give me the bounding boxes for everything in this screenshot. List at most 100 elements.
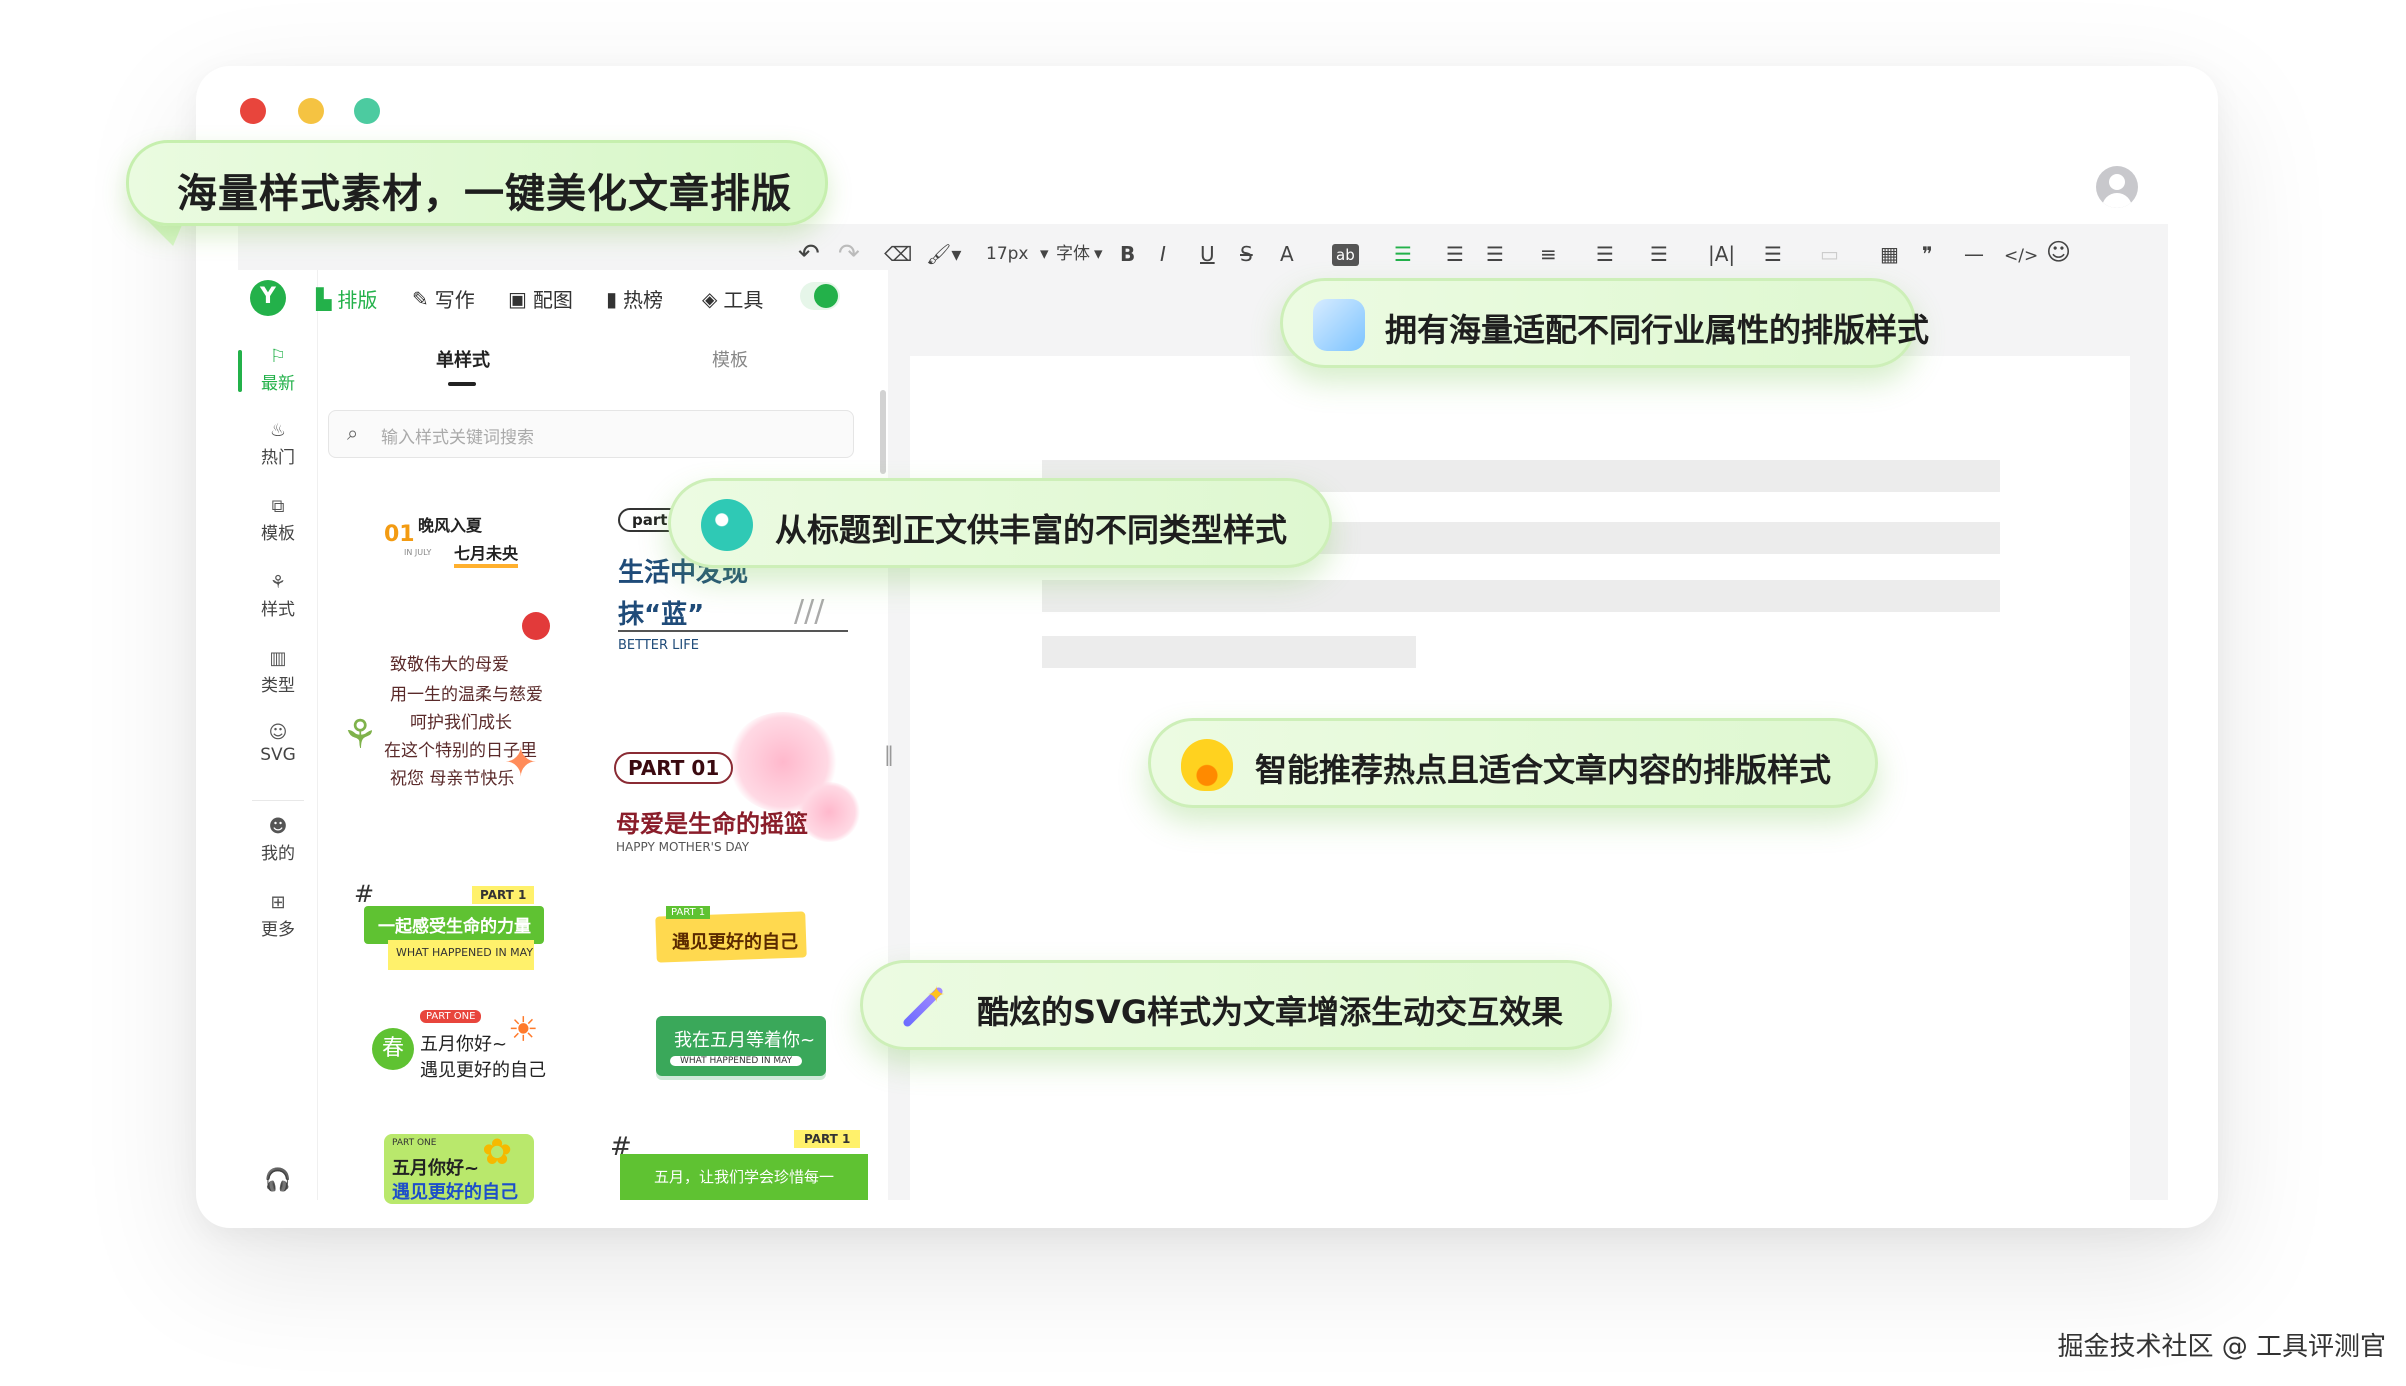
style-sample[interactable]: 致敬伟大的母爱 用一生的温柔与慈爱 呵护我们成长 在这个特别的日子里 祝您 母亲… bbox=[334, 612, 574, 802]
flower-icon: ⚘ bbox=[342, 712, 378, 758]
rail-item-styles[interactable]: ⚘样式 bbox=[242, 572, 314, 620]
magic-wand-icon: ✦ bbox=[893, 981, 945, 1033]
style-sample[interactable]: 01 晚风入夏 七月未央 IN JULY bbox=[378, 512, 538, 572]
resize-handle[interactable]: ‖ bbox=[884, 742, 894, 766]
close-window-dot[interactable] bbox=[240, 98, 266, 124]
rail-item-svg[interactable]: ☺SVG bbox=[242, 722, 314, 765]
highlight-button[interactable]: ab bbox=[1332, 244, 1359, 266]
style-sample[interactable]: # PART 1 五月，让我们学会珍惜每一 bbox=[610, 1124, 868, 1200]
style-sample[interactable]: PART 01 母爱是生命的摇篮 HAPPY MOTHER'S DAY bbox=[610, 712, 860, 862]
undo-button[interactable]: ↶ bbox=[798, 239, 820, 269]
headset-icon[interactable]: 🎧 bbox=[264, 1168, 292, 1193]
app-logo[interactable]: Y bbox=[250, 280, 286, 316]
style-sample[interactable]: 春 PART ONE 五月你好~ 遇见更好的自己 ☀ bbox=[372, 1010, 572, 1100]
horizontal-rule-button[interactable]: — bbox=[1964, 242, 1984, 266]
search-icon: ⌕ bbox=[347, 421, 359, 445]
style-search-input[interactable]: ⌕ 输入样式关键词搜索 bbox=[328, 410, 854, 458]
flag-icon: ⚐ bbox=[269, 346, 287, 367]
flame-icon: ♨ bbox=[269, 420, 287, 441]
strikethrough-button[interactable]: S bbox=[1240, 242, 1253, 266]
tab-layout[interactable]: ▙排版 bbox=[316, 286, 378, 313]
side-rail bbox=[238, 270, 318, 1200]
pen-icon: ✎ bbox=[412, 286, 429, 311]
code-button[interactable]: </> bbox=[2004, 246, 2039, 266]
font-family-chevron-icon[interactable]: ▾ bbox=[1094, 244, 1103, 264]
table-icon[interactable]: ▦ bbox=[1880, 242, 1899, 266]
panel-toggle[interactable] bbox=[800, 282, 840, 310]
styles-icon: ⚘ bbox=[269, 572, 287, 593]
book-icon bbox=[1313, 299, 1365, 351]
line-height-icon[interactable]: ≡ bbox=[1540, 242, 1557, 266]
redo-button[interactable]: ↷ bbox=[838, 239, 860, 269]
fire-icon bbox=[1181, 739, 1233, 791]
placeholder-line bbox=[1042, 636, 1416, 668]
eraser-icon[interactable]: ⌫ bbox=[884, 242, 913, 266]
emoji-button[interactable]: ☺ bbox=[2046, 238, 2072, 266]
font-color-button[interactable]: A bbox=[1280, 242, 1294, 266]
paragraph-spacing-icon[interactable]: ☰ bbox=[1596, 242, 1614, 266]
placeholder-line bbox=[1042, 580, 2000, 612]
subtab-single-style[interactable]: 单样式 bbox=[436, 350, 490, 371]
style-sample[interactable]: 我在五月等着你~ WHAT HAPPENED IN MAY bbox=[656, 1016, 830, 1084]
feature-callout: ✦ 酷炫的SVG样式为文章增添生动交互效果 bbox=[860, 960, 1612, 1050]
bookmark-icon: ▮ bbox=[606, 286, 618, 311]
rail-item-more[interactable]: ⊞更多 bbox=[242, 892, 314, 940]
cube-icon: ◈ bbox=[702, 286, 718, 311]
bold-button[interactable]: B bbox=[1120, 242, 1136, 266]
grid-icon: ⊞ bbox=[270, 892, 286, 913]
feature-callout: 拥有海量适配不同行业属性的排版样式 bbox=[1280, 278, 1929, 368]
style-sample[interactable]: # PART 1 一起感受生命的力量 WHAT HAPPENED IN MAY bbox=[350, 880, 550, 990]
style-sample[interactable]: part 生活中发现 抹“蓝” /// BETTER LIFE bbox=[618, 508, 848, 658]
rail-active-indicator bbox=[238, 350, 242, 392]
smile-icon: ☺ bbox=[268, 722, 288, 743]
format-painter-icon[interactable]: 🖌▾ bbox=[926, 242, 962, 266]
tab-images[interactable]: ▣配图 bbox=[508, 286, 573, 313]
rail-item-mine[interactable]: ☻我的 bbox=[242, 816, 314, 864]
feature-callout: 从标题到正文供丰富的不同类型样式 bbox=[668, 478, 1332, 568]
sun-icon: ☀ bbox=[508, 1010, 539, 1050]
user-icon: ☻ bbox=[268, 816, 288, 837]
maximize-window-dot[interactable] bbox=[354, 98, 380, 124]
underline-button[interactable]: U bbox=[1200, 242, 1215, 266]
template-icon: ⧉ bbox=[271, 496, 285, 517]
rail-divider bbox=[252, 800, 304, 801]
books-icon: ▥ bbox=[269, 648, 287, 669]
subtab-underline bbox=[448, 382, 476, 386]
headline-bubble: 海量样式素材，一键美化文章排版 bbox=[126, 140, 828, 226]
list-icon[interactable]: ☰ bbox=[1764, 242, 1782, 266]
style-sample[interactable]: PART ONE 五月你好~ 遇见更好的自己 ✿ bbox=[378, 1128, 548, 1210]
panel-scrollbar[interactable] bbox=[880, 390, 886, 474]
block-icon[interactable]: ▭ bbox=[1820, 242, 1839, 266]
text-width-icon[interactable]: |A| bbox=[1708, 242, 1736, 266]
minimize-window-dot[interactable] bbox=[298, 98, 324, 124]
heart-icon bbox=[798, 782, 860, 842]
font-size-chevron-icon[interactable]: ▾ bbox=[1040, 244, 1049, 264]
rail-item-latest[interactable]: ⚐最新 bbox=[242, 346, 314, 394]
rail-item-types[interactable]: ▥类型 bbox=[242, 648, 314, 696]
rail-item-hot[interactable]: ♨热门 bbox=[242, 420, 314, 468]
rail-item-templates[interactable]: ⧉模板 bbox=[242, 496, 314, 544]
watermark: 掘金技术社区 @ 工具评测官 bbox=[2057, 1332, 2386, 1362]
palette-icon bbox=[701, 499, 753, 551]
italic-button[interactable]: I bbox=[1160, 242, 1166, 266]
flower-icon: ✿ bbox=[482, 1132, 513, 1173]
tab-trending[interactable]: ▮热榜 bbox=[606, 286, 664, 313]
indent-icon[interactable]: ☰ bbox=[1446, 242, 1464, 266]
tab-writing[interactable]: ✎写作 bbox=[412, 286, 475, 313]
style-sample[interactable]: PART 1 遇见更好的自己 bbox=[650, 900, 810, 980]
font-size-select[interactable]: 17px bbox=[986, 244, 1029, 264]
pin-icon bbox=[522, 612, 550, 640]
tab-tools[interactable]: ◈工具 bbox=[702, 286, 764, 313]
sparkle-icon: ✦ bbox=[504, 740, 538, 786]
align-left-icon[interactable]: ☰ bbox=[1394, 242, 1412, 266]
quote-button[interactable]: ❞ bbox=[1922, 242, 1933, 266]
align-center-icon[interactable]: ☰ bbox=[1486, 242, 1504, 266]
layout-icon: ▙ bbox=[316, 286, 332, 311]
image-icon: ▣ bbox=[508, 286, 527, 311]
feature-callout: 智能推荐热点且适合文章内容的排版样式 bbox=[1148, 718, 1878, 808]
headline: 海量样式素材，一键美化文章排版 bbox=[177, 171, 792, 217]
letter-spacing-icon[interactable]: ☰ bbox=[1650, 242, 1668, 266]
user-avatar[interactable] bbox=[2096, 166, 2138, 208]
subtab-template[interactable]: 模板 bbox=[712, 350, 748, 371]
font-family-select[interactable]: 字体 bbox=[1056, 244, 1090, 264]
